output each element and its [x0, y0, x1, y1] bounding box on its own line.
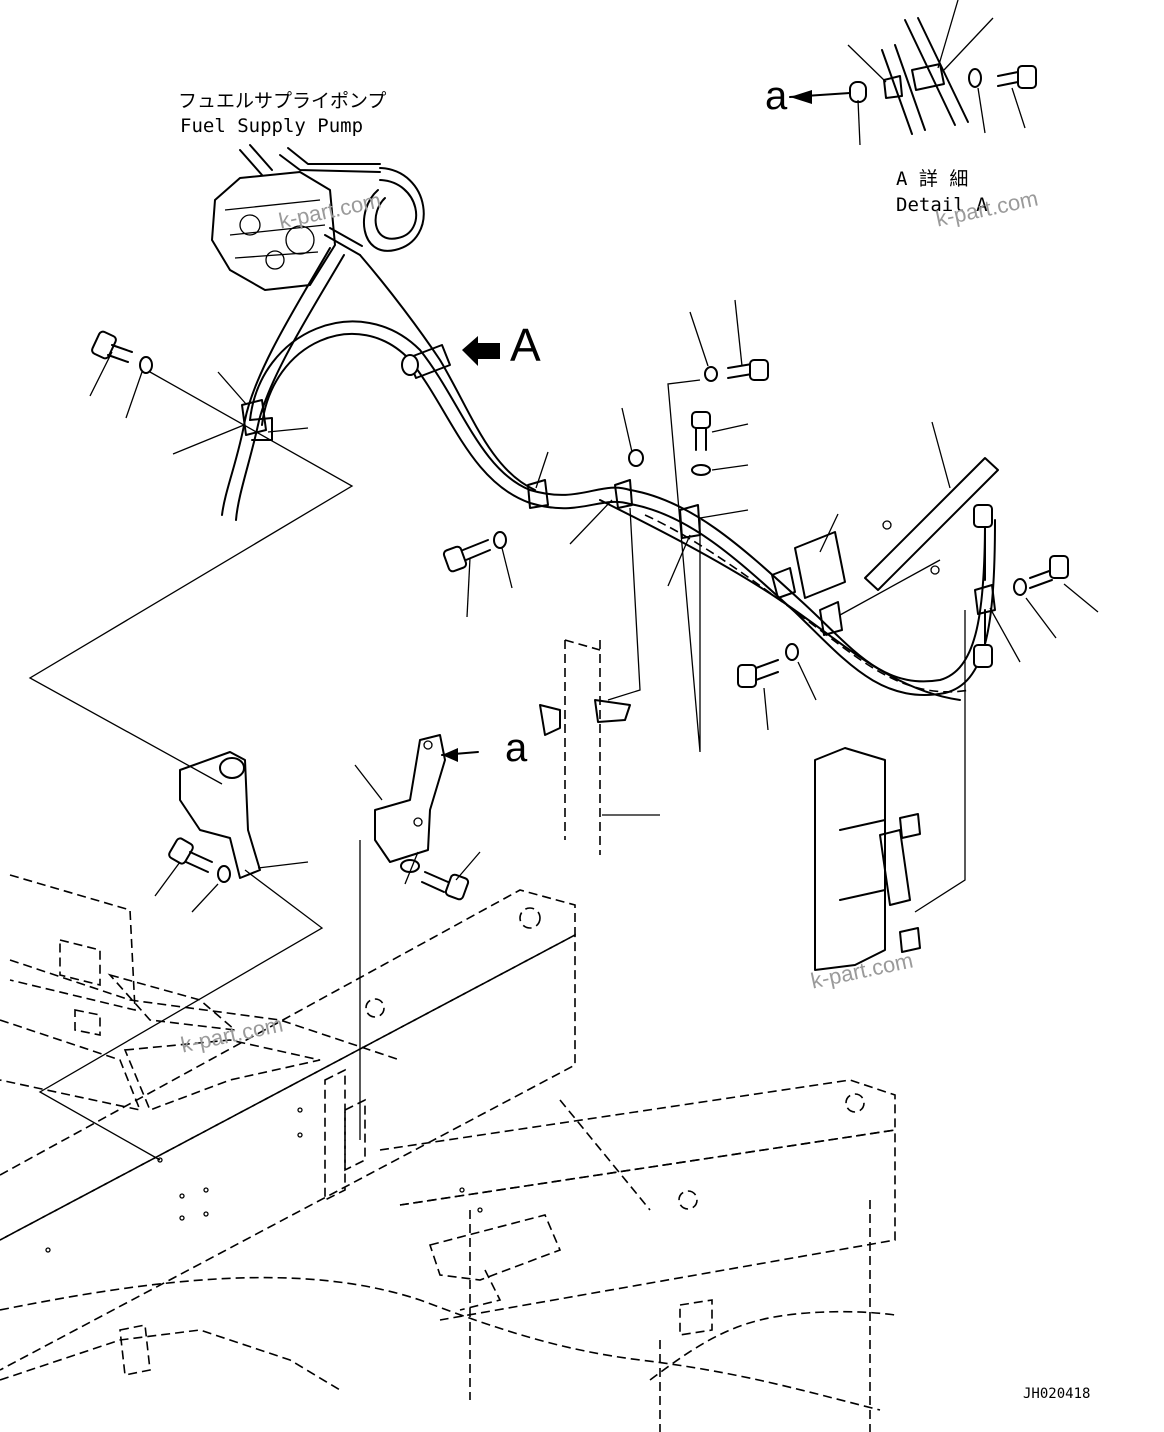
fuel-hoses	[221, 167, 996, 701]
leader-lines	[28, 299, 1099, 1161]
drawing-number: JH020418	[1023, 1386, 1091, 1402]
reference-a-label-detail: a	[765, 74, 788, 118]
view-a-label: A	[510, 319, 541, 371]
bolts-and-washers	[91, 330, 1069, 901]
detail-a-label-english: Detail A	[896, 194, 988, 216]
pump-label-english: Fuel Supply Pump	[180, 115, 364, 137]
pump-label-japanese: フュエルサプライポンプ	[178, 90, 387, 112]
detail-a-label-japanese: A 詳 細	[896, 168, 969, 190]
view-a-arrow	[462, 336, 500, 366]
hose-clamps	[241, 344, 996, 636]
fuel-supply-pump-drawing	[211, 144, 381, 291]
machine-frame	[0, 874, 896, 1432]
reference-a-label-bracket: a	[505, 726, 528, 770]
detail-a-drawing	[789, 0, 1037, 146]
brackets	[179, 457, 999, 971]
